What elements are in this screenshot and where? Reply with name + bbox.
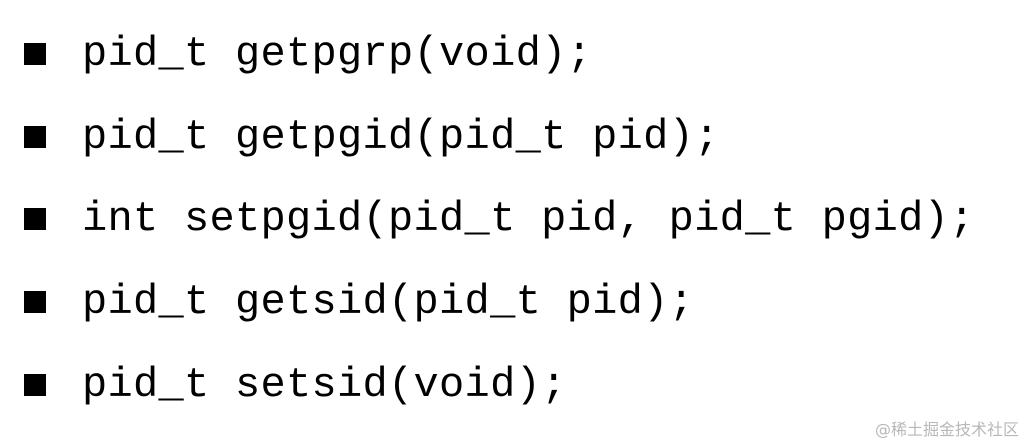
function-signature: int setpgid(pid_t pid, pid_t pgid); xyxy=(82,195,975,243)
function-signature: pid_t getpgrp(void); xyxy=(82,30,593,78)
black-square-bullet-icon xyxy=(24,374,46,396)
function-signature: pid_t getpgid(pid_t pid); xyxy=(82,113,720,161)
black-square-bullet-icon xyxy=(24,208,46,230)
black-square-bullet-icon xyxy=(24,43,46,65)
function-signature: pid_t setsid(void); xyxy=(82,361,567,409)
black-square-bullet-icon xyxy=(24,126,46,148)
function-signature: pid_t getsid(pid_t pid); xyxy=(82,278,695,326)
black-square-bullet-icon xyxy=(24,291,46,313)
watermark-text: @稀土掘金技术社区 xyxy=(874,420,1019,439)
